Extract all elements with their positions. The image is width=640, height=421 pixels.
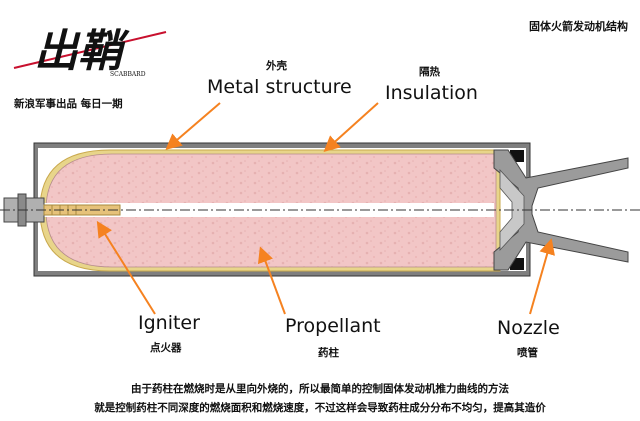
arrow-igniter: [96, 220, 156, 315]
arrow-metal: [165, 102, 221, 150]
arrow-insulation: [323, 102, 379, 153]
caption-line-1: 由于药柱在燃烧时是从里向外烧的，所以最简单的控制固体发动机推力曲线的方法: [131, 383, 509, 395]
logo-calligraphy: 出鞘: [34, 26, 130, 77]
page-title: 固体火箭发动机结构: [529, 20, 628, 33]
shell-label-cn: 外壳: [266, 60, 287, 72]
igniter-label-cn: 点火器: [150, 342, 182, 354]
logo-tagline: 新浪军事出品 每日一期: [14, 98, 123, 110]
insulation-label-cn: 隔热: [419, 66, 440, 78]
nozzle-label: Nozzle: [497, 317, 560, 339]
nozzle-label-cn: 喷管: [517, 347, 538, 359]
arrow-nozzle: [529, 238, 555, 315]
logo-sword-line: [13, 31, 167, 69]
insulation-label: Insulation: [385, 82, 478, 104]
logo-brand-en: SCABBARD: [110, 71, 146, 78]
igniter-label: Igniter: [138, 312, 200, 334]
propellant-label-cn: 药柱: [318, 347, 339, 359]
propellant-label: Propellant: [285, 315, 381, 337]
scabbard-logo: 出鞘 SCABBARD: [13, 26, 167, 78]
metal-structure-label: Metal structure: [207, 76, 352, 98]
arrow-propellant: [257, 246, 286, 315]
caption-line-2: 就是控制药柱不同深度的燃烧面积和燃烧速度，不过这样会导致药柱成分分布不均匀，提高…: [94, 402, 546, 414]
